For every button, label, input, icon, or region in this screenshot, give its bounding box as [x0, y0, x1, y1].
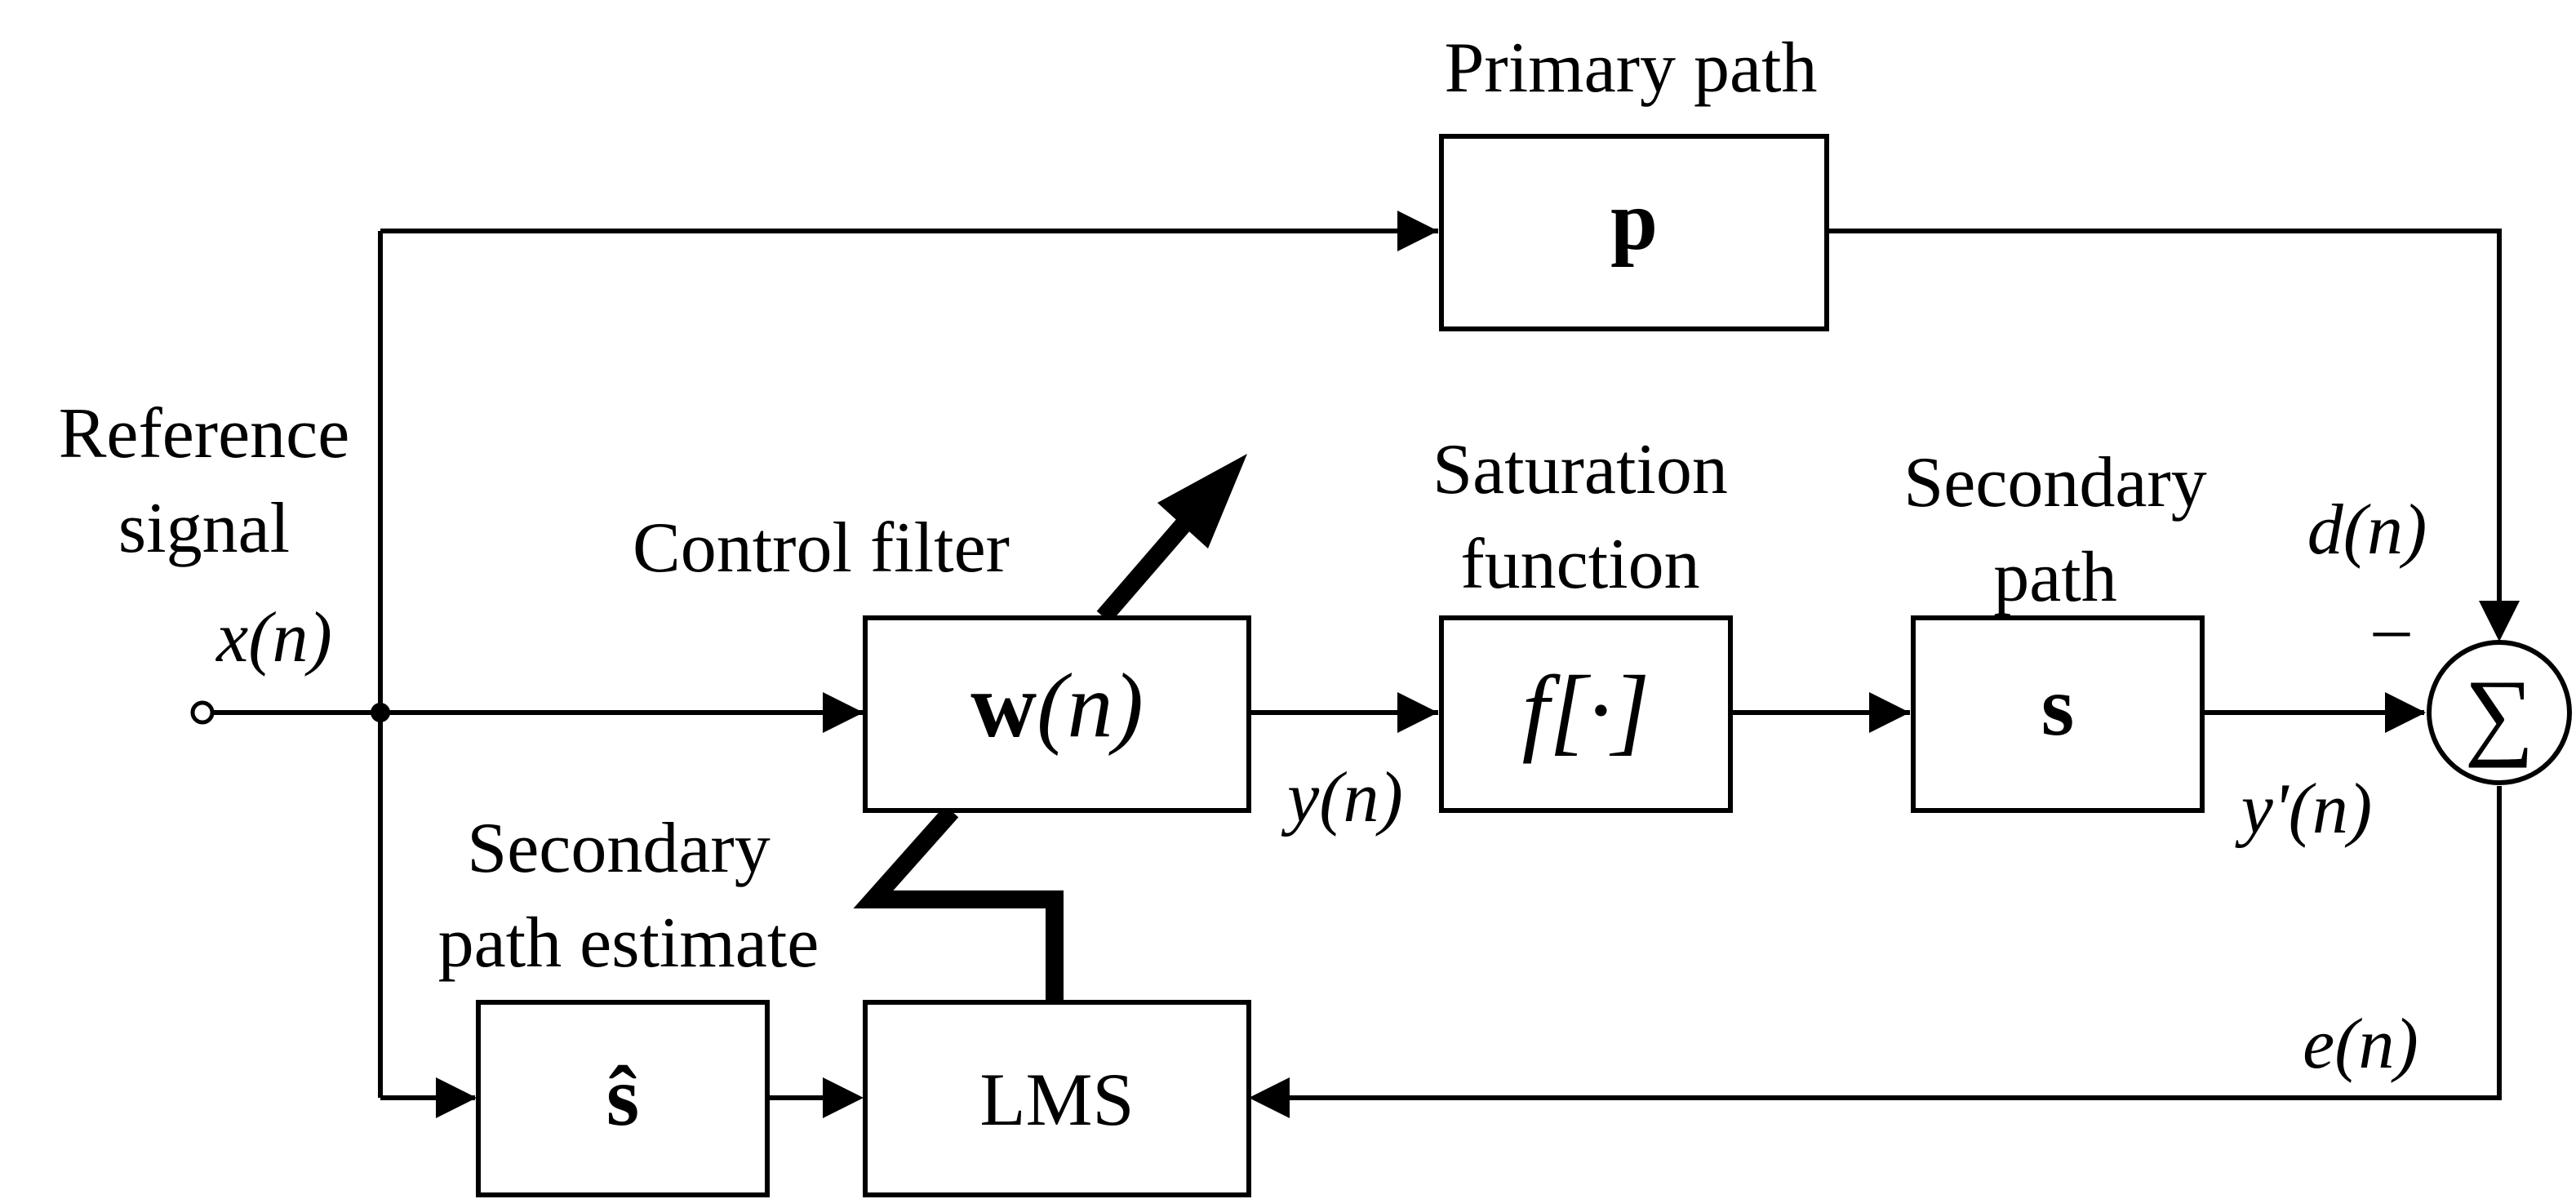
- secondary-estimate-box: [476, 1000, 770, 1197]
- primary-path-box: [1439, 134, 1829, 331]
- reference-junction: [371, 703, 390, 722]
- arrowhead-sum-desired: [2479, 601, 2520, 642]
- primary-path-title: Primary path: [1444, 29, 1817, 108]
- primary-path-symbol: p: [1610, 174, 1658, 268]
- wire-error-feedback: [1273, 786, 2502, 1100]
- input-signal-label: x(n): [215, 598, 332, 677]
- arrowhead-lms-error: [1249, 1077, 1290, 1118]
- control-filter-box: [863, 615, 1251, 813]
- saturation-title-line2: function: [1460, 525, 1699, 604]
- error-signal-label: e(n): [2303, 1005, 2418, 1084]
- input-terminal: [190, 700, 215, 725]
- arrowhead-primary-path: [1397, 211, 1438, 251]
- lms-label: LMS: [979, 1058, 1134, 1141]
- secondary-path-title-line2: path: [1993, 538, 2117, 617]
- saturation-box: [1439, 615, 1733, 813]
- secondary-estimate-symbol: ŝ: [606, 1050, 639, 1143]
- secondary-path-box: [1911, 615, 2205, 813]
- arrowhead-saturation: [1397, 692, 1438, 733]
- signal-wires: [211, 229, 2502, 1100]
- reference-title-line2: signal: [118, 489, 290, 568]
- reference-title-line1: Reference: [59, 394, 350, 473]
- lms-box: [863, 1000, 1251, 1197]
- arrowhead-sum-input: [2385, 692, 2426, 733]
- saturation-symbol: f[·]: [1522, 655, 1650, 764]
- saturation-title-line1: Saturation: [1432, 430, 1728, 509]
- arrowhead-control-filter: [823, 692, 864, 733]
- wire-primary-to-sum: [1827, 229, 2502, 620]
- arrowheads: [436, 211, 2520, 1118]
- arrowhead-lms-input: [823, 1077, 864, 1118]
- secondary-output-label: y'(n): [2235, 770, 2373, 849]
- control-output-label: y(n): [1281, 758, 1403, 837]
- lms-update-path: [853, 805, 1064, 1002]
- secondary-estimate-title-line2: path estimate: [438, 904, 819, 983]
- arrowhead-secondary-estimate: [436, 1077, 477, 1118]
- secondary-path-title-line1: Secondary: [1903, 443, 2206, 522]
- secondary-estimate-title-line1: Secondary: [467, 809, 770, 888]
- sigma-symbol: ∑: [2464, 659, 2534, 768]
- control-filter-title: Control filter: [633, 508, 1010, 588]
- summing-junction: [2427, 640, 2572, 785]
- control-filter-symbol: w(n): [970, 655, 1143, 757]
- desired-signal-label: d(n): [2307, 491, 2427, 570]
- arrowhead-secondary-path: [1869, 692, 1910, 733]
- minus-sign: –: [2373, 588, 2410, 668]
- secondary-path-symbol: s: [2041, 659, 2074, 753]
- adaptation-arrow-head: [1157, 454, 1247, 548]
